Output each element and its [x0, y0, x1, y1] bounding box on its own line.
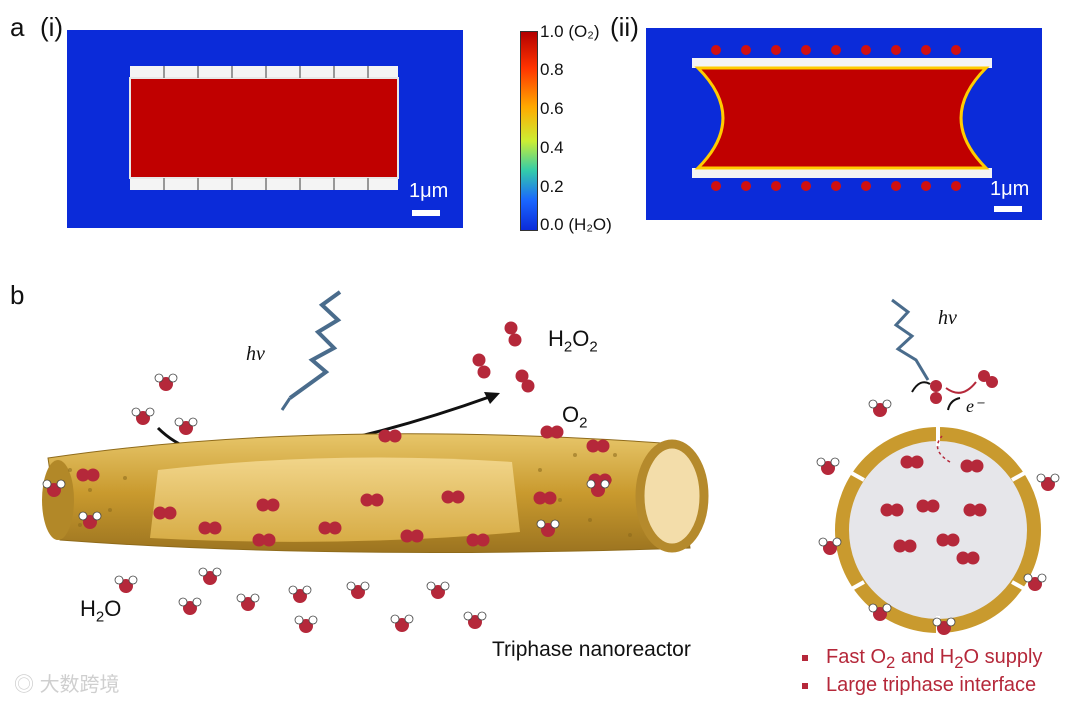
colorbar-tick-5: 0.2 [540, 177, 564, 196]
colorbar-tick-1: 1.0 (O₂) [540, 22, 600, 41]
scale-label-ii: 1μm [990, 178, 1030, 200]
scale-bar-ii [994, 206, 1022, 212]
watermark-logo-icon: ◎ [14, 674, 34, 696]
simulation-panel-ii: 1μm [646, 28, 1042, 220]
watermark: ◎ 大数跨境 [14, 674, 120, 696]
reactor-label: Triphase nanoreactor [492, 638, 691, 661]
panel-b-letter: b [10, 280, 25, 310]
bullet-fast-supply: Fast O2 and H2O supply [802, 646, 1042, 673]
electron-label: e⁻ [966, 396, 985, 416]
hv-label-left: hν [246, 343, 265, 365]
bullet-square-icon [802, 654, 808, 661]
colorbar-tick-6: 0.0 (H₂O) [540, 215, 612, 234]
bullet-square-icon [802, 682, 808, 689]
nanotube-cutaway [150, 457, 520, 542]
scale-bar-i [412, 210, 440, 216]
simulation-panel-i: 1μm [67, 30, 463, 228]
colorbar-tick-2: 0.8 [540, 60, 564, 79]
nanoreactor-cross-section [835, 427, 1041, 633]
panel-a-ii-label: (ii) [610, 12, 639, 42]
hv-label-right: hν [938, 307, 957, 329]
h2o-label: H2O [80, 596, 122, 626]
nanotube-opening [635, 439, 709, 553]
scale-label-i: 1μm [409, 180, 449, 202]
o2-label: O2 [562, 402, 588, 432]
colorbar-tick-4: 0.4 [540, 138, 564, 157]
colorbar [520, 31, 538, 231]
colorbar-tick-3: 0.6 [540, 99, 564, 118]
panel-a-letter: a [10, 12, 25, 42]
light-wave-icon-right [891, 298, 930, 381]
simulation-ii-graphic [692, 45, 992, 191]
simulation-i-graphic [129, 66, 399, 190]
h2o2-label: H2O2 [548, 326, 598, 356]
bullet-large-interface: Large triphase interface [802, 674, 1036, 697]
light-wave-icon [288, 290, 342, 400]
panel-a-i-label: (i) [40, 12, 64, 42]
